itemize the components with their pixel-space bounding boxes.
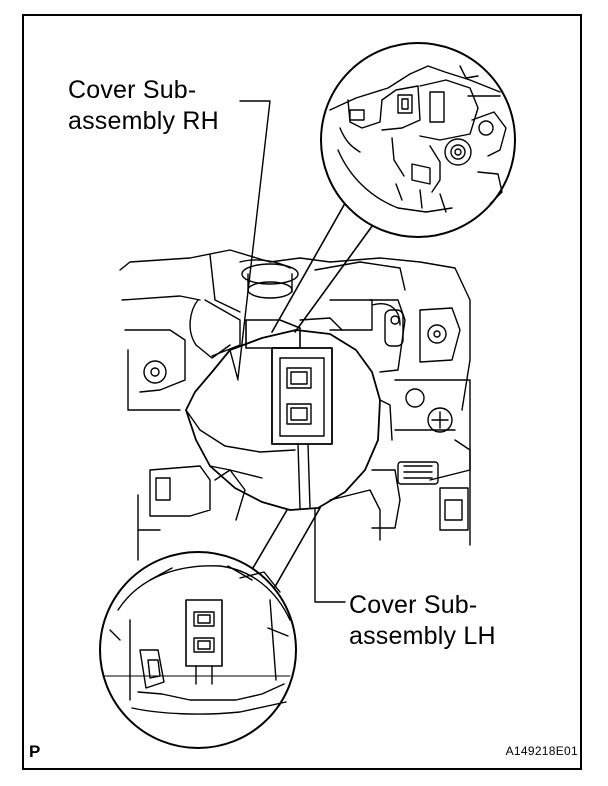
corner-mark: P bbox=[29, 742, 41, 761]
cover-subassembly-body bbox=[185, 317, 393, 511]
leader-line-rh bbox=[237, 100, 271, 379]
figure-id: A149218E01 bbox=[505, 744, 578, 758]
detail-view-top bbox=[320, 42, 516, 238]
callout-rh-line1: Cover Sub- bbox=[68, 76, 197, 104]
callout-cover-subassembly-rh: Cover Sub- assembly RH bbox=[68, 75, 219, 137]
detail-view-bottom bbox=[99, 551, 297, 749]
leader-line-lh bbox=[314, 507, 346, 603]
callout-rh-line2: assembly RH bbox=[68, 107, 219, 135]
zoom-connector-top bbox=[271, 197, 379, 333]
engine-background-detail bbox=[119, 249, 471, 561]
callout-lh-line2: assembly LH bbox=[349, 622, 496, 650]
callout-lh-line1: Cover Sub- bbox=[349, 591, 478, 619]
callout-cover-subassembly-lh: Cover Sub- assembly LH bbox=[349, 590, 496, 652]
